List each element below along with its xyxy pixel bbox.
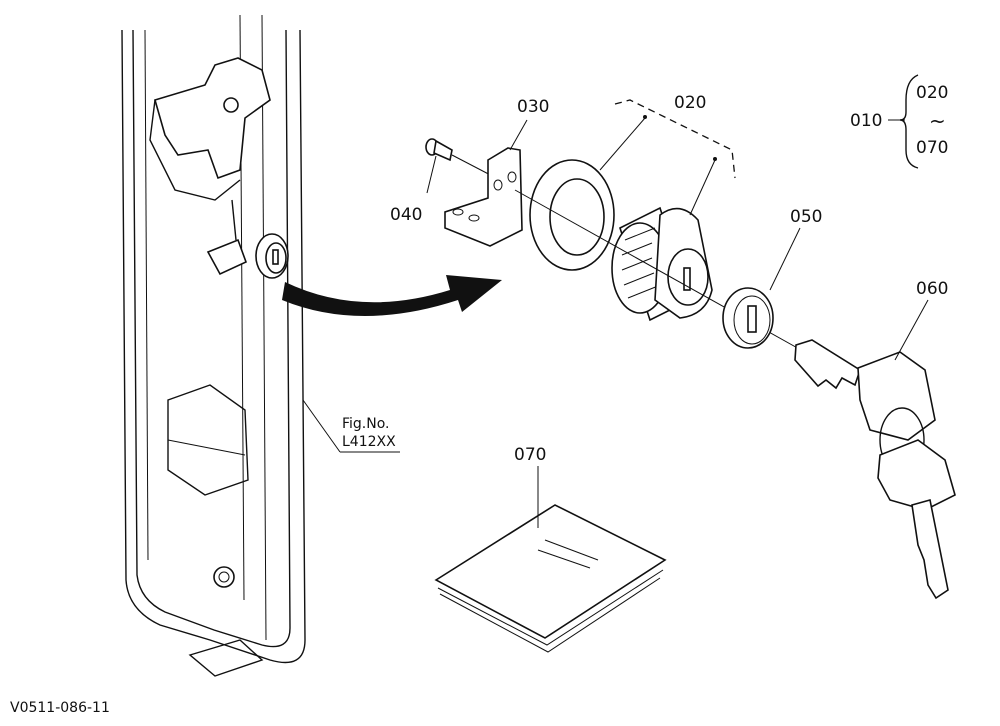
range-from: 020 — [916, 83, 948, 103]
label-070: 070 — [514, 445, 546, 465]
range-tilde: ~ — [929, 109, 946, 133]
fig-no-line2: L412XX — [342, 434, 396, 450]
label-060: 060 — [916, 279, 948, 299]
part-060-keys: 060 — [794, 279, 956, 600]
range-010: 010 020 ~ 070 — [850, 74, 948, 169]
part-020-lock-assembly: 020 — [514, 93, 811, 356]
label-050: 050 — [790, 207, 822, 227]
part-070-manual: 070 — [434, 445, 667, 653]
label-010: 010 — [850, 111, 882, 131]
direction-arrow — [282, 275, 502, 316]
part-050-cover: 050 — [722, 207, 822, 349]
footer-code: V0511-086-11 — [10, 700, 110, 716]
part-040-screw: 040 — [390, 138, 501, 225]
label-020: 020 — [674, 93, 706, 113]
fig-no-line1: Fig.No. — [342, 416, 390, 432]
label-040: 040 — [390, 205, 422, 225]
fig-no-callout: Fig.No. L412XX — [302, 399, 400, 453]
part-030-bracket: 030 — [444, 97, 549, 247]
door-frame — [121, 14, 306, 677]
range-to: 070 — [916, 138, 948, 158]
label-030: 030 — [517, 97, 549, 117]
